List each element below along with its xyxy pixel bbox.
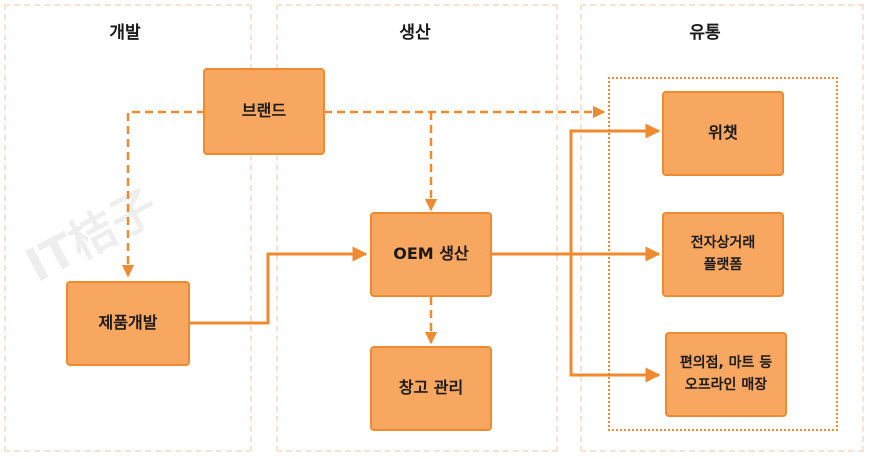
column-distribution: [580, 4, 864, 452]
column-production: [276, 4, 558, 452]
node-offline-line2: 오프라인 매장: [684, 376, 768, 393]
arrow-oem-to-wechat: [569, 123, 661, 254]
arrow-oem-to-offline: [569, 254, 661, 383]
node-offline-line1: 편의점, 마트 등: [679, 354, 773, 371]
node-wechat: 위챗: [662, 91, 784, 176]
node-offline: 편의점, 마트 등 오프라인 매장: [665, 332, 787, 417]
node-ecommerce-line1: 전자상거래: [690, 234, 756, 251]
node-ecommerce-line2: 플랫폼: [703, 256, 743, 273]
node-brand-label: 브랜드: [241, 101, 287, 121]
node-wechat-label: 위챗: [708, 123, 738, 143]
node-product-dev: 제품개발: [66, 281, 190, 366]
node-oem: OEM 생산: [370, 212, 492, 297]
column-title-production: 생산: [399, 23, 431, 43]
node-warehouse-label: 창고 관리: [398, 378, 464, 398]
column-title-distribution: 유통: [689, 23, 721, 43]
column-title-development: 개발: [109, 23, 141, 43]
arrow-brand-to-product-dev: [121, 110, 205, 278]
column-development: [4, 4, 252, 452]
node-product-dev-label: 제품개발: [98, 313, 158, 333]
node-brand: 브랜드: [203, 68, 325, 155]
arrow-product-dev-to-oem: [190, 246, 368, 325]
node-ecommerce: 전자상거래 플랫폼: [662, 212, 784, 297]
node-oem-label: OEM 생산: [393, 244, 469, 264]
node-warehouse: 창고 관리: [370, 346, 492, 431]
